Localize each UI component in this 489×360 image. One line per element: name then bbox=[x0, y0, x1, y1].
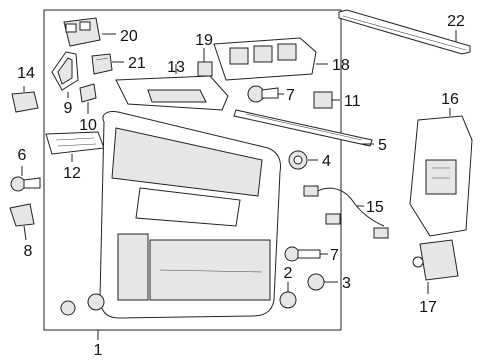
end-cap-14 bbox=[11, 91, 39, 113]
callout-16: 16 bbox=[441, 91, 459, 108]
callout-labels: 1 20 21 9 10 14 12 6 8 13 19 18 7 11 5 4… bbox=[17, 13, 465, 359]
switch-21 bbox=[91, 53, 113, 75]
callout-21: 21 bbox=[128, 55, 146, 72]
module-16 bbox=[409, 115, 473, 237]
module-17 bbox=[412, 239, 459, 281]
grommet-4 bbox=[288, 150, 308, 170]
callout-2: 2 bbox=[284, 265, 293, 282]
callout-10: 10 bbox=[79, 117, 97, 134]
door-bottom-fasteners bbox=[60, 293, 105, 316]
switch-20 bbox=[63, 17, 101, 47]
callout-18: 18 bbox=[332, 57, 350, 74]
door-trim-panel bbox=[99, 111, 281, 319]
clip-10 bbox=[79, 83, 97, 103]
callout-7-upper: 7 bbox=[286, 87, 295, 104]
block-11 bbox=[313, 91, 333, 109]
callout-22: 22 bbox=[447, 13, 465, 30]
bezel-9 bbox=[51, 51, 79, 91]
switch-19 bbox=[197, 61, 213, 77]
callout-19: 19 bbox=[195, 32, 213, 49]
armrest-13 bbox=[115, 75, 229, 111]
callout-6: 6 bbox=[18, 147, 27, 164]
trim-strip-5 bbox=[233, 109, 373, 147]
callout-13: 13 bbox=[167, 59, 185, 76]
assembly-frame bbox=[43, 9, 342, 331]
bracket-12 bbox=[45, 131, 105, 155]
callout-3: 3 bbox=[342, 275, 351, 292]
wiring-harness-15 bbox=[303, 185, 389, 239]
callout-7-lower: 7 bbox=[330, 247, 339, 264]
pin-2 bbox=[279, 291, 297, 309]
callout-4: 4 bbox=[322, 153, 331, 170]
callout-11: 11 bbox=[344, 93, 361, 110]
clip-7-upper bbox=[247, 85, 279, 103]
callout-12: 12 bbox=[63, 165, 81, 182]
callout-14: 14 bbox=[17, 65, 35, 82]
callout-5: 5 bbox=[378, 137, 387, 154]
screw-7-lower bbox=[284, 246, 321, 262]
callout-9: 9 bbox=[64, 100, 73, 117]
weatherstrip-22 bbox=[338, 9, 471, 55]
callout-8: 8 bbox=[24, 243, 33, 260]
leader-lines bbox=[21, 30, 457, 340]
fastener-6 bbox=[10, 176, 41, 192]
callout-17: 17 bbox=[419, 299, 437, 316]
callout-1: 1 bbox=[94, 342, 103, 359]
callout-20: 20 bbox=[120, 28, 138, 45]
switch-panel-18 bbox=[213, 37, 317, 81]
pin-3 bbox=[307, 273, 325, 291]
callout-15: 15 bbox=[366, 199, 384, 216]
pad-8 bbox=[9, 203, 35, 227]
